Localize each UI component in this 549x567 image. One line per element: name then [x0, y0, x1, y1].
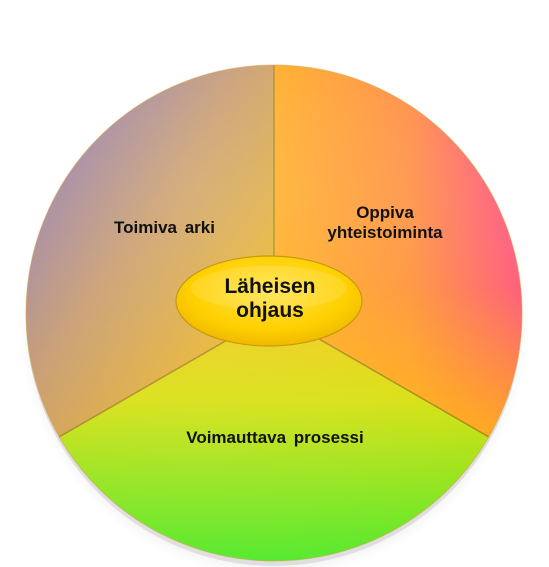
segment-right-label-line2: yhteistoiminta — [327, 222, 443, 242]
segment-label-toimiva-arki: Toimiva arki — [92, 218, 237, 238]
segment-label-oppiva-yhteistoiminta: Oppiva yhteistoiminta — [300, 203, 470, 242]
segment-right-label-line1: Oppiva — [356, 203, 414, 222]
center-label: Läheisen ohjaus — [185, 275, 355, 323]
segment-left-label: Toimiva arki — [114, 218, 215, 237]
segment-label-voimauttava-prosessi: Voimauttava prosessi — [140, 428, 410, 448]
center-ellipse — [175, 255, 363, 347]
center-label-line2: ohjaus — [236, 299, 304, 323]
center-label-line1: Läheisen — [224, 275, 316, 298]
segment-bottom-label: Voimauttava prosessi — [186, 428, 364, 447]
outer-ring — [25, 64, 523, 562]
